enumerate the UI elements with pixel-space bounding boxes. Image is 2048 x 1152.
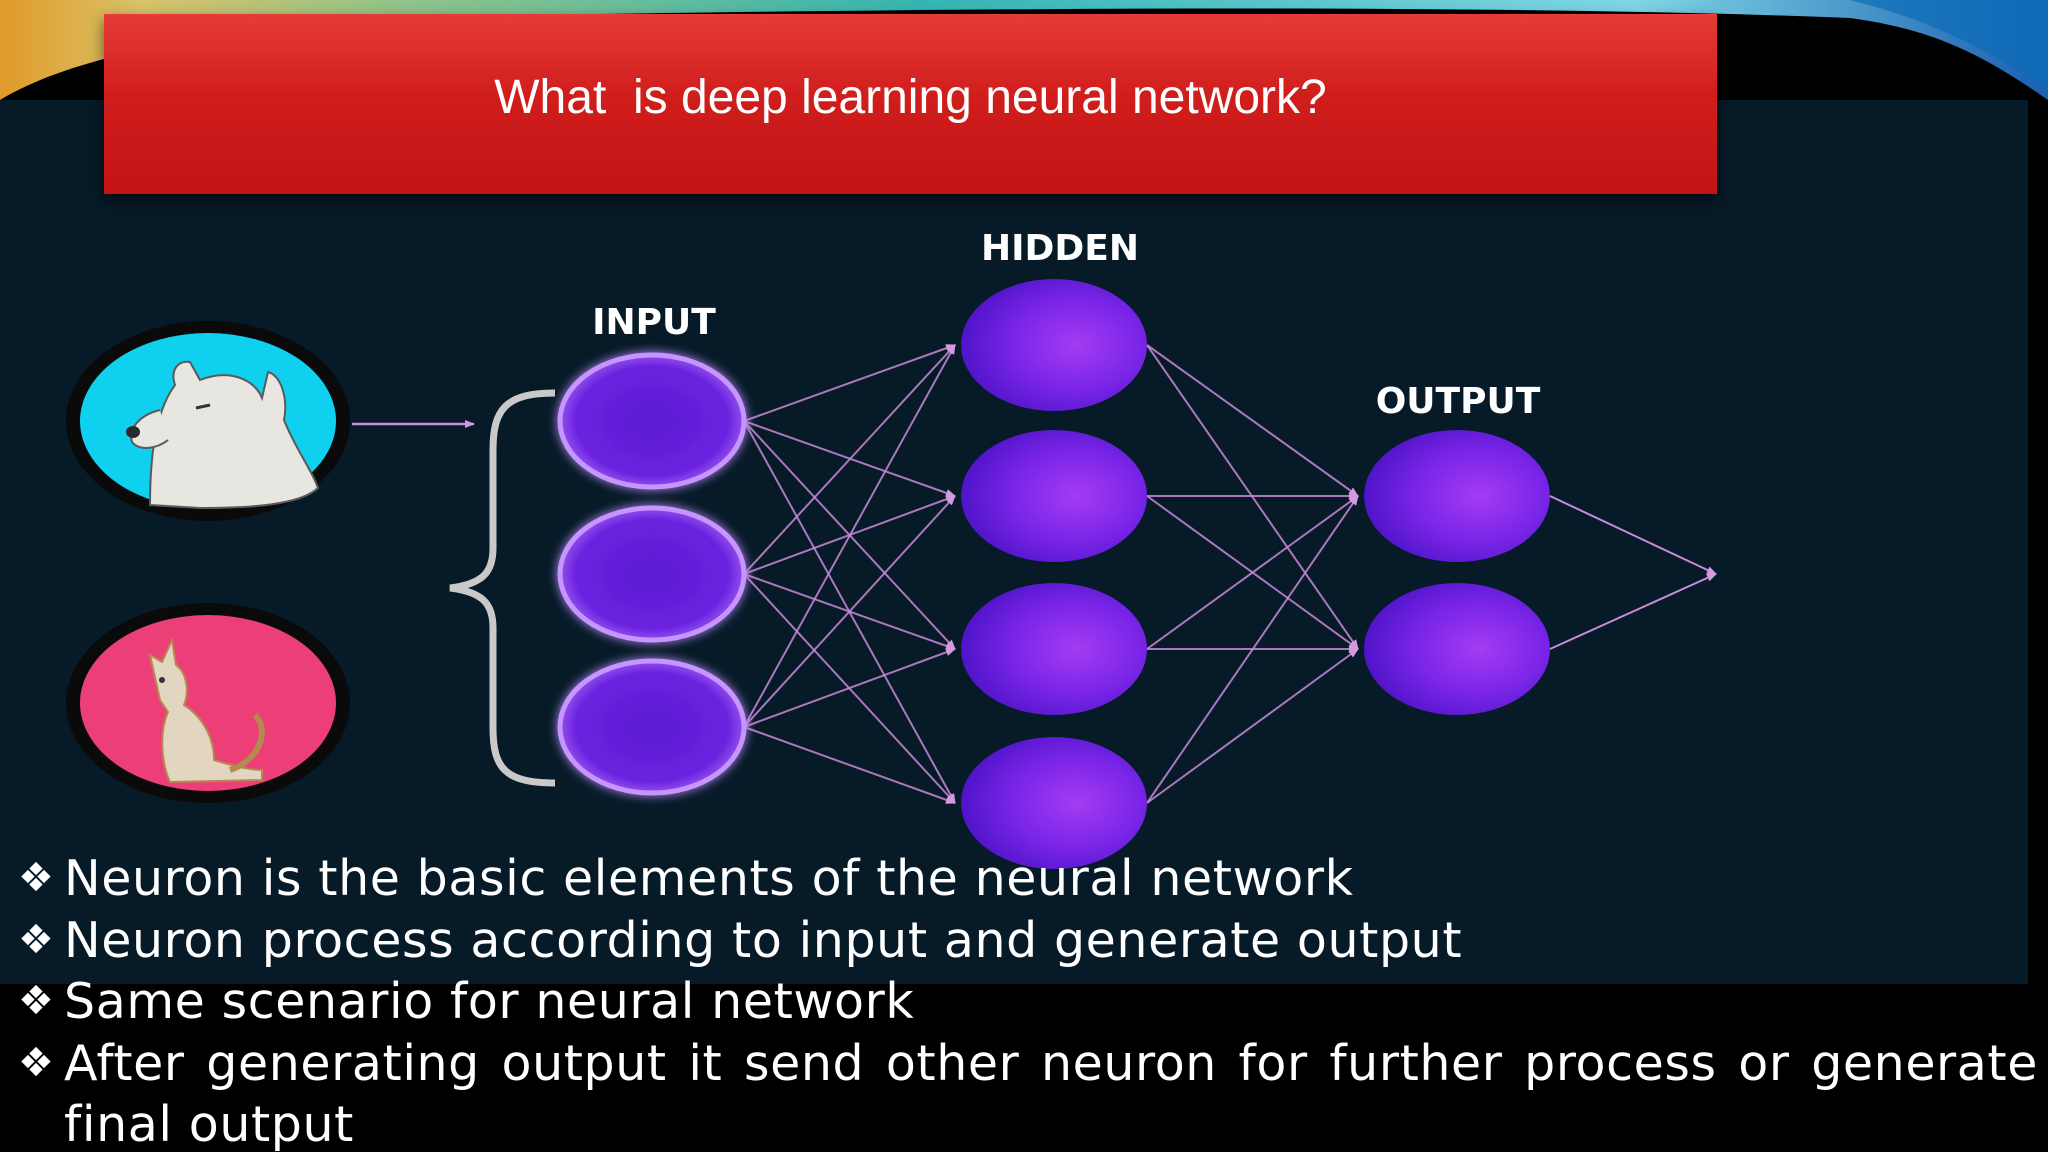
edge-input-3-to-hidden-3 bbox=[743, 648, 956, 728]
bullet-text: After generating output it send other ne… bbox=[64, 1034, 2038, 1152]
output-neuron-1 bbox=[1364, 430, 1550, 562]
edge-hidden-4-to-output-2 bbox=[1146, 648, 1359, 804]
input-neuron-1 bbox=[557, 352, 747, 490]
edge-input-3-to-hidden-1 bbox=[743, 344, 956, 728]
bullet-marker: ❖ bbox=[18, 1039, 55, 1086]
input-layer-label: INPUT bbox=[592, 302, 716, 343]
slide-title: What is deep learning neural network? bbox=[494, 71, 1327, 124]
bullet-item-4: ❖ After generating output it send other … bbox=[18, 1033, 2038, 1152]
input-brace bbox=[449, 389, 556, 787]
edge-input-2-to-hidden-1 bbox=[743, 344, 956, 575]
bullet-marker: ❖ bbox=[18, 855, 55, 901]
hidden-neuron-1 bbox=[961, 279, 1147, 411]
bullet-marker: ❖ bbox=[18, 916, 55, 963]
edge-output-2-to-result bbox=[1549, 573, 1717, 650]
bullet-text: Same scenario for neural network bbox=[64, 973, 915, 1030]
dog-example bbox=[66, 321, 350, 521]
edge-input-3-to-hidden-4 bbox=[743, 726, 956, 804]
edge-hidden-3-to-output-1 bbox=[1146, 495, 1359, 650]
output-neuron-2 bbox=[1364, 583, 1550, 715]
edge-hidden-4-to-output-1 bbox=[1146, 495, 1359, 804]
cat-icon bbox=[148, 636, 265, 784]
title-banner: What is deep learning neural network? bbox=[104, 14, 1717, 194]
output-layer-label: OUTPUT bbox=[1376, 381, 1541, 422]
neuron-nodes bbox=[557, 279, 1550, 869]
connection-lines bbox=[743, 344, 1717, 804]
bullet-item-3: ❖ Same scenario for neural network bbox=[18, 971, 2038, 1033]
hidden-neuron-2 bbox=[961, 430, 1147, 562]
input-neuron-2 bbox=[557, 505, 747, 643]
bullet-list: ❖ Neuron is the basic elements of the ne… bbox=[18, 848, 2038, 1152]
bullet-text: Neuron process according to input and ge… bbox=[64, 911, 1463, 969]
bullet-marker: ❖ bbox=[18, 978, 55, 1024]
hidden-layer-label: HIDDEN bbox=[981, 228, 1139, 269]
edge-hidden-1-to-output-1 bbox=[1146, 344, 1359, 497]
hidden-neuron-3 bbox=[961, 583, 1147, 715]
edge-input-3-to-hidden-2 bbox=[743, 495, 956, 728]
bullet-text: Neuron is the basic elements of the neur… bbox=[64, 850, 1354, 907]
bullet-item-1: ❖ Neuron is the basic elements of the ne… bbox=[18, 848, 2038, 910]
bullet-item-2: ❖ Neuron process according to input and … bbox=[18, 910, 2038, 972]
cat-example bbox=[66, 603, 350, 803]
dog-icon bbox=[126, 360, 320, 510]
input-neuron-3 bbox=[557, 658, 747, 796]
hidden-neuron-4 bbox=[961, 737, 1147, 869]
edge-input-1-to-hidden-1 bbox=[743, 344, 956, 422]
edge-output-1-to-result bbox=[1549, 495, 1717, 575]
